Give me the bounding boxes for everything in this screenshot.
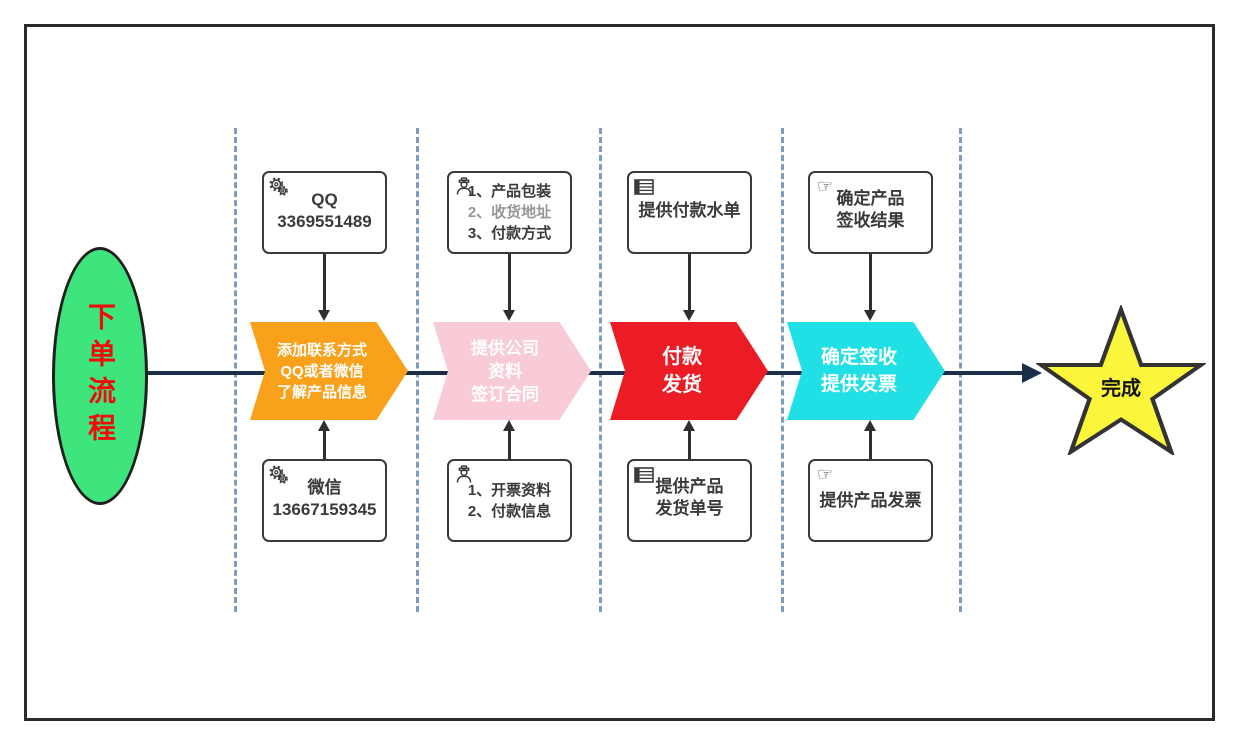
arrow-down-icon [864, 310, 876, 321]
note-line: 1、开票资料 [467, 482, 552, 499]
lane-divider-5 [959, 128, 962, 612]
lane-divider-4 [781, 128, 784, 612]
arrow-down-icon [318, 310, 330, 321]
start-label: 下单流程 [85, 302, 116, 450]
note-line: QQ [311, 190, 338, 209]
stage-chevron-contact: 添加联系方式 QQ或者微信 了解产品信息 [250, 322, 408, 420]
connector-top-4 [869, 253, 872, 310]
connector-top-3 [688, 253, 691, 310]
lane-divider-3 [599, 128, 602, 612]
chevron-label-line: 发货 [662, 374, 702, 396]
note-line: 1、产品包装 [467, 183, 552, 200]
note-line: 2、收货地址 [467, 204, 552, 221]
note-line: 提供产品 [655, 477, 724, 496]
note-box-product-invoice: ☞ 提供产品发票 [808, 459, 933, 542]
arrow-up-icon [318, 420, 330, 431]
note-box-receipt-result: ☞ 确定产品 签收结果 [808, 171, 933, 254]
note-line: 提供付款水单 [638, 201, 741, 220]
pointing-hand-icon: ☞ [816, 464, 834, 484]
chevron-label-line: 了解产品信息 [276, 383, 367, 401]
note-box-payment-slip: 提供付款水单 [627, 171, 752, 254]
arrow-down-icon [503, 310, 515, 321]
table-icon [634, 465, 654, 485]
connector-bottom-2 [508, 431, 511, 460]
chevron-label-line: 提供发票 [820, 374, 897, 395]
note-line: 签收结果 [836, 211, 905, 230]
worker-icon [454, 465, 474, 485]
main-flow-arrowhead-icon [1022, 363, 1042, 383]
star-shape [1036, 305, 1206, 455]
arrow-down-icon [683, 310, 695, 321]
note-box-invoice-info: 1、开票资料 2、付款信息 [447, 459, 572, 542]
worker-icon [454, 177, 474, 197]
chevron-label-line: 签订合同 [471, 384, 539, 404]
note-box-shipping-number: 提供产品 发货单号 [627, 459, 752, 542]
end-star [1036, 305, 1206, 455]
gears-icon [269, 177, 289, 197]
note-line: 提供产品发票 [819, 491, 922, 510]
stage-chevron-contract: 提供公司 资料 签订合同 [433, 322, 591, 420]
connector-top-2 [508, 253, 511, 310]
note-line: 3、付款方式 [467, 225, 552, 242]
note-line: 3369551489 [277, 212, 372, 231]
start-ellipse: 下单流程 [52, 247, 148, 505]
chevron-label-line: 添加联系方式 [276, 341, 367, 359]
chevron-label-line: 付款 [662, 346, 702, 368]
table-icon [634, 177, 654, 197]
note-line: 微信 [307, 478, 342, 497]
arrow-up-icon [864, 420, 876, 431]
chevron-label-line: 提供公司 [471, 338, 539, 358]
connector-bottom-4 [869, 431, 872, 460]
note-line: 确定产品 [836, 189, 905, 208]
chevron-label-line: 资料 [488, 361, 522, 381]
pointing-hand-icon: ☞ [816, 176, 834, 196]
lane-divider-2 [416, 128, 419, 612]
note-line: 2、付款信息 [467, 503, 552, 520]
stage-chevron-receipt: 确定签收 提供发票 [787, 322, 945, 420]
note-box-order-info: 1、产品包装 2、收货地址 3、付款方式 [447, 171, 572, 254]
note-box-qq: QQ 3369551489 [262, 171, 387, 254]
stage-chevron-payment: 付款 发货 [610, 322, 768, 420]
arrow-up-icon [503, 420, 515, 431]
note-line: 发货单号 [655, 499, 724, 518]
chevron-label-line: QQ或者微信 [280, 362, 364, 380]
note-box-wechat: 微信 13667159345 [262, 459, 387, 542]
connector-bottom-3 [688, 431, 691, 460]
note-line: 13667159345 [272, 500, 377, 519]
connector-top-1 [323, 253, 326, 310]
connector-bottom-1 [323, 431, 326, 460]
arrow-up-icon [683, 420, 695, 431]
lane-divider-1 [234, 128, 237, 612]
chevron-label-line: 确定签收 [820, 347, 897, 368]
gears-icon [269, 465, 289, 485]
end-label: 完成 [1101, 378, 1141, 400]
